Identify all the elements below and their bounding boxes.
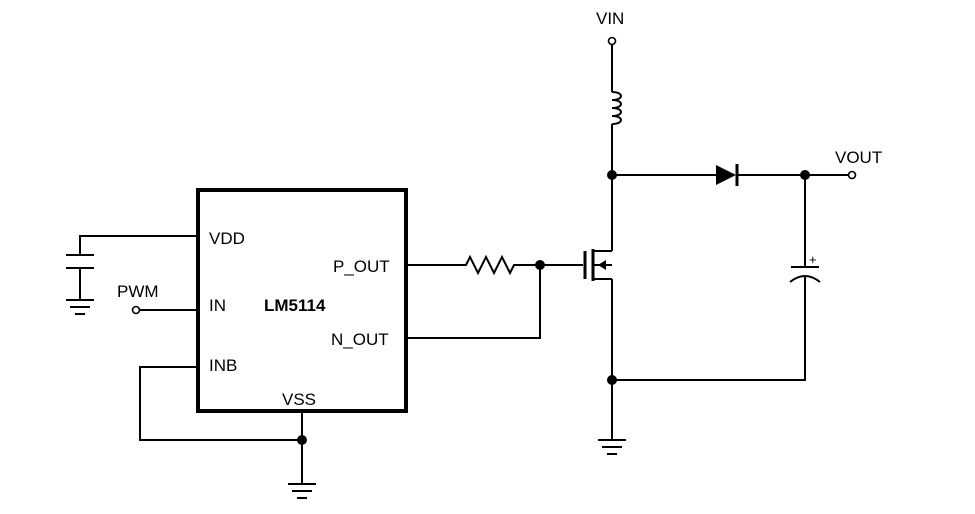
pin-label-vdd: VDD bbox=[209, 229, 245, 248]
inductor bbox=[611, 45, 622, 175]
junction-dot-vss bbox=[297, 435, 307, 445]
ground-symbol-mosfet bbox=[598, 439, 626, 455]
pin-label-inb: INB bbox=[209, 356, 237, 375]
pin-label-n-out: N_OUT bbox=[331, 330, 389, 349]
pwm-terminal bbox=[131, 305, 141, 315]
output-capacitor bbox=[612, 175, 821, 381]
gate-resistor bbox=[408, 254, 583, 276]
pwm-input-wire bbox=[131, 305, 196, 315]
ic-part-label: LM5114 bbox=[264, 296, 326, 315]
pin-label-in: IN bbox=[209, 296, 226, 315]
pin-label-vss: VSS bbox=[282, 390, 316, 409]
pwm-label: PWM bbox=[117, 282, 159, 301]
vout-label: VOUT bbox=[835, 148, 882, 167]
ground-symbol-vdd-cap bbox=[66, 299, 94, 315]
pin-label-p-out: P_OUT bbox=[333, 257, 390, 276]
junction-dot-gate bbox=[535, 260, 545, 270]
switch-node-wire bbox=[607, 170, 617, 251]
ground-symbol-vss bbox=[288, 483, 316, 499]
mosfet bbox=[583, 249, 612, 281]
vdd-bypass-capacitor bbox=[66, 235, 196, 300]
n-out-wire bbox=[408, 260, 545, 339]
vin-label: VIN bbox=[596, 9, 624, 28]
capacitor-polarity-mark: + bbox=[809, 252, 817, 267]
inb-ground-tie bbox=[139, 366, 307, 484]
source-wire bbox=[607, 279, 617, 440]
vin-terminal bbox=[607, 36, 617, 46]
output-diode bbox=[612, 164, 848, 186]
vout-terminal bbox=[847, 170, 857, 180]
